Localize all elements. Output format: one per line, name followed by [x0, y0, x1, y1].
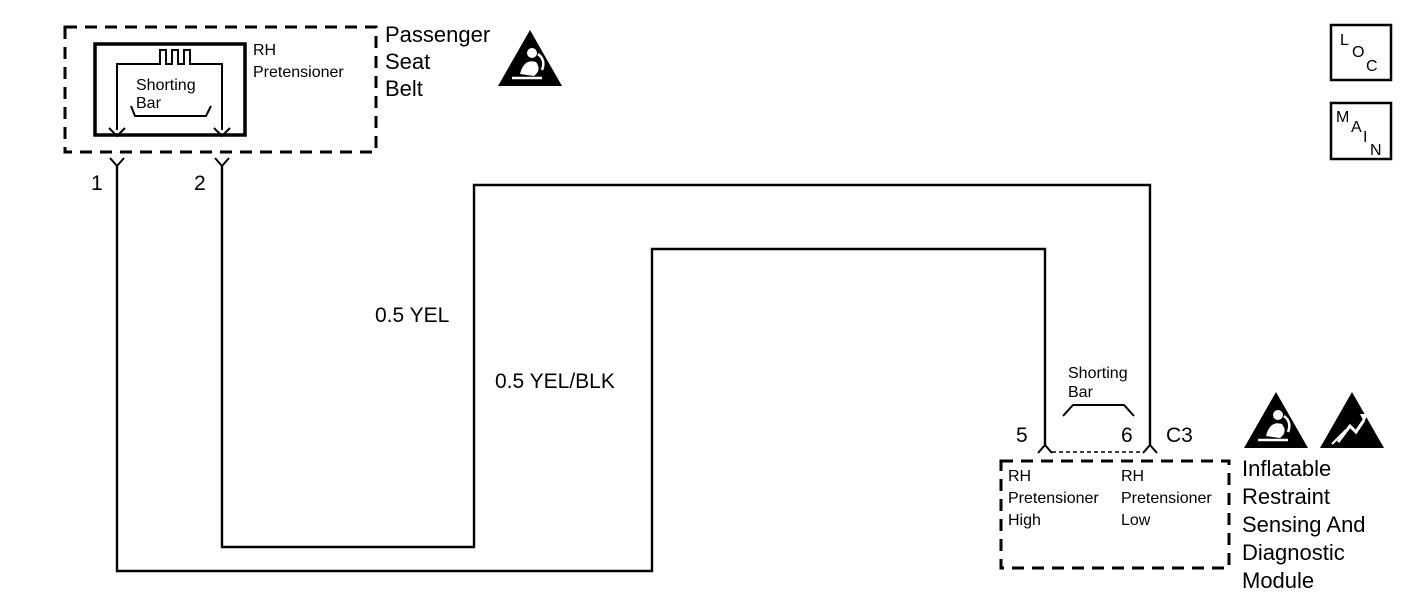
module-label-2: Restraint	[1242, 484, 1330, 509]
pin-1-connector	[109, 157, 125, 168]
rh-pretensioner-label-1: RH	[253, 42, 276, 59]
terminal-1-arrow	[108, 127, 126, 138]
loc-letter-o: O	[1352, 44, 1364, 61]
wire-yel-blk-label: 0.5 YEL/BLK	[495, 370, 615, 393]
pin-1-label: 1	[91, 172, 103, 195]
esd-warning-icon	[1320, 392, 1384, 448]
module-shorting-bar-label-2: Bar	[1068, 384, 1094, 401]
pin5-label-line-1: RH	[1008, 468, 1031, 485]
pin5-label-line-3: High	[1008, 512, 1041, 529]
passenger-seatbelt-dashed-outline	[63, 25, 378, 154]
module-shorting-bar	[1062, 404, 1135, 417]
passenger-label-3: Belt	[385, 76, 423, 101]
pin5-label-line-2: Pretensioner	[1008, 490, 1099, 507]
passenger-shorting-bar-outline	[116, 49, 223, 130]
main-letter-a: A	[1351, 119, 1362, 136]
loc-letter-c: C	[1366, 58, 1378, 75]
airbag-warning-icon	[1244, 392, 1308, 448]
rh-pretensioner-box	[93, 42, 247, 137]
passenger-label-2: Seat	[385, 49, 430, 74]
passenger-shorting-bar-label-1: Shorting	[136, 77, 196, 94]
pin6-label-line-2: Pretensioner	[1121, 490, 1212, 507]
passenger-seat-belt-component: Shorting Bar RH Pretensioner Passenger S…	[63, 22, 562, 154]
loc-letter-l: L	[1340, 32, 1349, 49]
wire-yel	[220, 166, 1152, 549]
module-label-1: Inflatable	[1242, 456, 1331, 481]
pin-6-label: 6	[1121, 424, 1133, 447]
airbag-warning-icon	[498, 30, 562, 86]
rh-pretensioner-label-2: Pretensioner	[253, 64, 344, 81]
module-label-3: Sensing And	[1242, 512, 1366, 537]
terminal-2-arrow	[213, 127, 231, 138]
main-letter-i: I	[1363, 129, 1367, 146]
pin6-label-line-1: RH	[1121, 468, 1144, 485]
module-label-5: Module	[1242, 568, 1314, 593]
module-component: Shorting Bar 5 6 C3 RH Pretensioner High…	[999, 365, 1384, 593]
loc-button[interactable]: L O C	[1329, 23, 1393, 82]
passenger-shorting-bar	[130, 105, 212, 117]
pin-2-connector	[214, 157, 230, 168]
pin-5-label: 5	[1016, 424, 1028, 447]
module-dashed-outline	[999, 459, 1231, 570]
pin6-label-line-3: Low	[1121, 512, 1151, 529]
main-letter-m: M	[1336, 109, 1349, 126]
wire-yel-blk	[115, 166, 1047, 573]
pin-5-connector	[1037, 443, 1053, 454]
module-label-4: Diagnostic	[1242, 540, 1345, 565]
passenger-label-1: Passenger	[385, 22, 490, 47]
main-button[interactable]: M A I N	[1329, 101, 1393, 161]
pin-2-label: 2	[194, 172, 206, 195]
main-letter-n: N	[1370, 142, 1382, 159]
pin-6-connector	[1142, 443, 1158, 454]
wire-yel-label: 0.5 YEL	[375, 304, 449, 327]
connector-c3-label: C3	[1166, 424, 1193, 447]
passenger-shorting-bar-label-2: Bar	[136, 95, 162, 112]
module-shorting-bar-label-1: Shorting	[1068, 365, 1128, 382]
